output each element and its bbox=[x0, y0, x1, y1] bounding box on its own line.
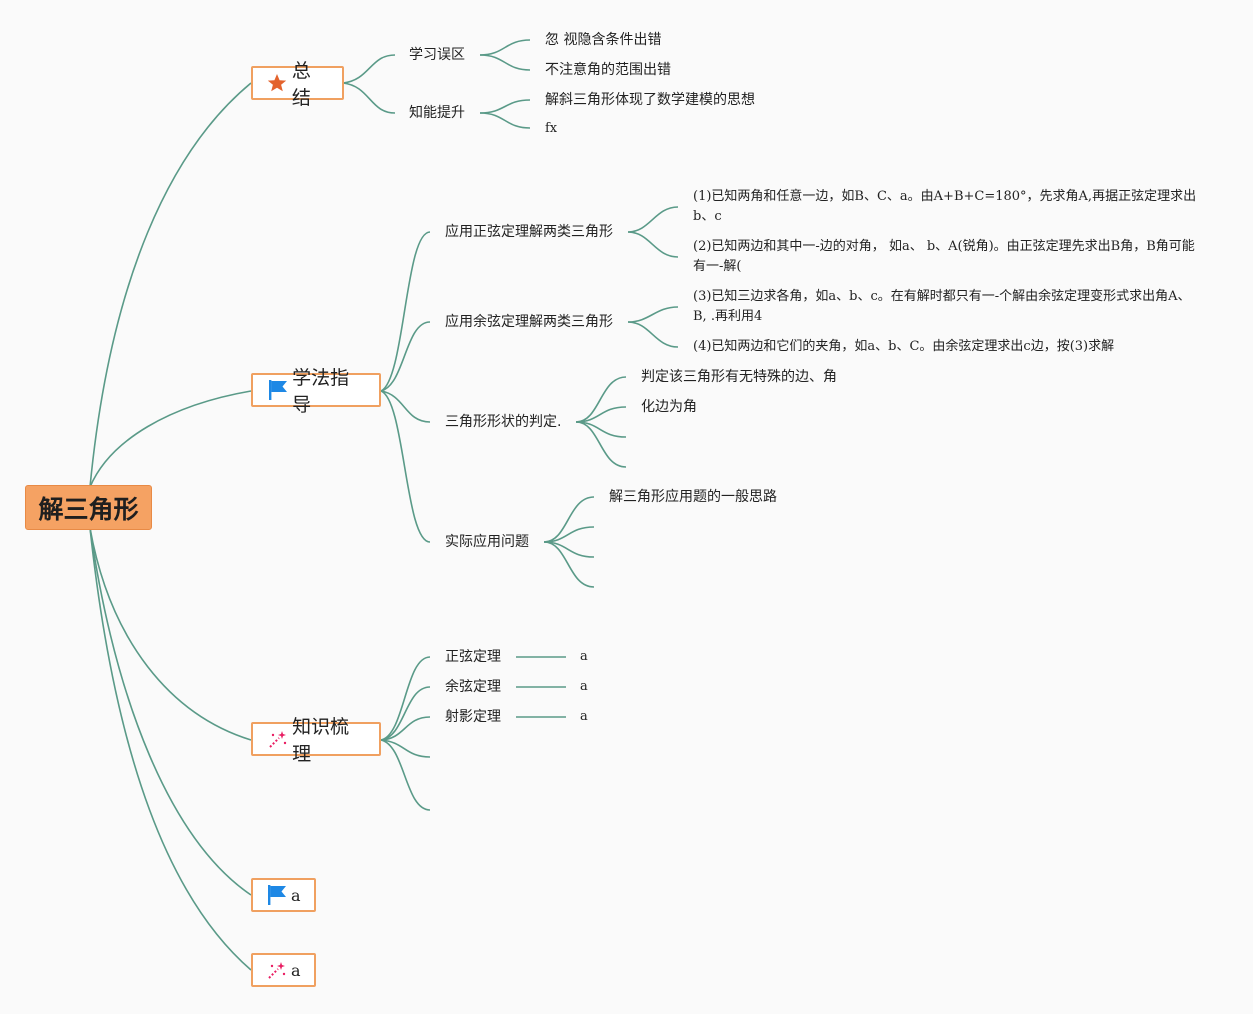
node-summary-label: 总结 bbox=[291, 60, 311, 109]
flag-icon bbox=[267, 884, 287, 906]
subtopic[interactable]: 解三角形应用题的一般思路 bbox=[609, 489, 777, 505]
magic-wand-icon bbox=[267, 728, 288, 750]
subtopic[interactable]: 忽 视隐含条件出错 bbox=[545, 32, 662, 48]
topic-triangle-shape[interactable]: 三角形形状的判定. bbox=[445, 414, 562, 430]
subtopic[interactable]: (3)已知三边求各角，如a、b、c。在有解时都只有一-个解由余弦定理变形式求出角… bbox=[693, 289, 1191, 324]
subtopic[interactable]: (1)已知两角和任意一边，如B、C、a。由A+B+C=180°，先求角A,再据正… bbox=[693, 189, 1197, 224]
node-method[interactable]: 学法指导 bbox=[251, 367, 381, 416]
root-title: 解三角形 bbox=[38, 494, 139, 524]
subtopic[interactable]: 判定该三角形有无特殊的边、角 bbox=[641, 369, 837, 385]
topic-sine-law[interactable]: 正弦定理 bbox=[445, 649, 501, 665]
topic-projection-law[interactable]: 射影定理 bbox=[445, 709, 501, 725]
root-node[interactable]: 解三角形 bbox=[25, 485, 152, 530]
topic-value[interactable]: a bbox=[580, 679, 588, 694]
node-extra-flag[interactable]: a bbox=[251, 878, 316, 912]
subtopic[interactable]: 化边为角 bbox=[641, 399, 697, 415]
topic-value[interactable]: a bbox=[580, 649, 588, 664]
subtopic[interactable]: 不注意角的范围出错 bbox=[545, 62, 671, 78]
node-extra-wand[interactable]: a bbox=[251, 953, 316, 987]
topic-practical-application[interactable]: 实际应用问题 bbox=[445, 534, 529, 550]
node-extra-wand-label: a bbox=[291, 960, 301, 980]
topic-value[interactable]: a bbox=[580, 709, 588, 724]
topic-learning-mistakes[interactable]: 学习误区 bbox=[409, 47, 465, 63]
node-knowledge[interactable]: 知识梳理 bbox=[251, 716, 381, 765]
node-extra-flag-label: a bbox=[291, 885, 301, 905]
subtopic[interactable]: (2)已知两边和其中一-边的对角， 如a、 b、A(锐角)。由正弦定理先求出B角… bbox=[693, 239, 1195, 274]
star-icon bbox=[267, 72, 288, 94]
subtopic[interactable]: fx bbox=[545, 121, 558, 136]
node-method-label: 学法指导 bbox=[292, 367, 350, 416]
topic-cosine-law-application[interactable]: 应用余弦定理解两类三角形 bbox=[445, 314, 613, 330]
node-summary[interactable]: 总结 bbox=[251, 60, 344, 109]
subtopic[interactable]: 解斜三角形体现了数学建模的思想 bbox=[545, 92, 755, 108]
topic-cosine-law[interactable]: 余弦定理 bbox=[445, 679, 501, 695]
topic-skill-improvement[interactable]: 知能提升 bbox=[409, 105, 465, 121]
subtopic[interactable]: (4)已知两边和它们的夹角，如a、b、C。由余弦定理求出c边，按(3)求解 bbox=[693, 339, 1115, 354]
topic-sine-law-application[interactable]: 应用正弦定理解两类三角形 bbox=[445, 224, 613, 240]
node-knowledge-label: 知识梳理 bbox=[292, 716, 350, 765]
flag-icon bbox=[267, 379, 288, 401]
magic-wand-icon bbox=[267, 959, 287, 981]
